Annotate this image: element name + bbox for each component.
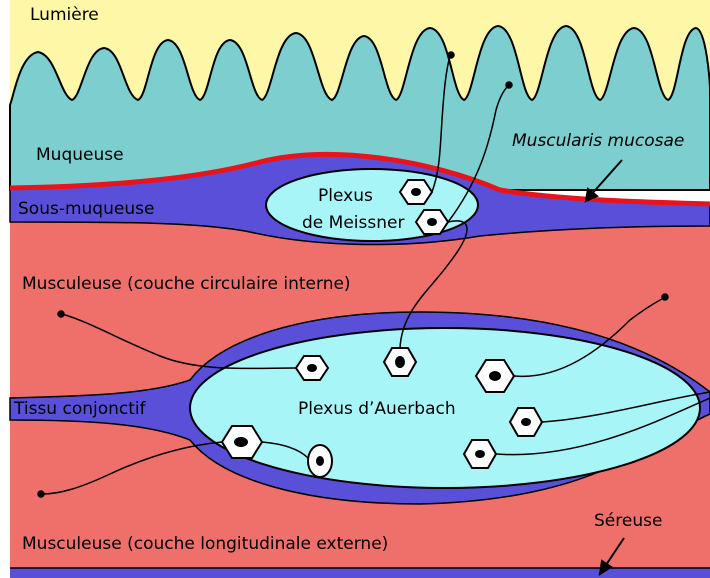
label-musculeuse-longitudinale: Musculeuse (couche longitudinale externe… (22, 534, 388, 554)
neuron-cell (416, 210, 448, 234)
label-plexus-auerbach: Plexus d’Auerbach (298, 399, 456, 419)
label-sous-muqueuse: Sous-muqueuse (18, 199, 154, 219)
label-plexus-meissner-1: Plexus (318, 186, 373, 206)
neuron-cell (510, 408, 542, 436)
neuron-cell (296, 356, 328, 380)
label-muscularis-mucosae: Muscularis mucosae (512, 131, 684, 151)
neuron-cell (400, 180, 432, 204)
neuron-cell (464, 440, 496, 468)
label-tissu-conjonctif: Tissu conjonctif (13, 399, 147, 419)
label-musculeuse-circulaire: Musculeuse (couche circulaire interne) (22, 274, 351, 294)
label-plexus-meissner-2: de Meissner (302, 213, 404, 233)
neuron-cell (222, 426, 262, 458)
label-lumiere: Lumière (30, 5, 99, 25)
label-muqueuse: Muqueuse (36, 145, 124, 165)
neuron-cell (384, 348, 416, 376)
label-sereuse: Séreuse (594, 511, 662, 531)
neuron-cell-round (308, 445, 332, 477)
